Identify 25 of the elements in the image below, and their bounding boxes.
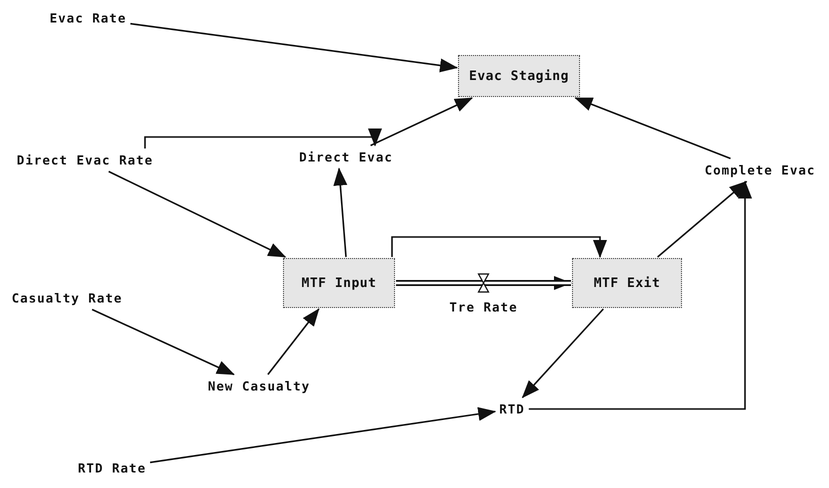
variable-label: RTD <box>499 402 525 416</box>
variable-label: Evac Rate <box>50 10 126 26</box>
variable-label: Direct Evac <box>299 150 393 164</box>
stock-box: MTF Exit <box>572 258 682 308</box>
variable-label: Complete Evac <box>704 162 816 178</box>
arrow <box>267 308 320 375</box>
arrow <box>92 308 235 376</box>
flow-pipe <box>396 276 572 290</box>
arrow <box>130 22 458 72</box>
variable-label: RTD Rate <box>78 460 146 476</box>
stock-box: MTF Input <box>283 258 395 308</box>
arrow <box>333 168 348 258</box>
arrow <box>657 180 748 258</box>
variable-label: Casualty Rate <box>12 290 122 306</box>
arrow <box>574 97 731 160</box>
arrow <box>370 97 473 146</box>
stock-box: Evac Staging <box>458 55 580 97</box>
arrow <box>144 128 382 148</box>
arrow <box>391 236 607 258</box>
arrow <box>108 170 286 258</box>
arrow <box>150 407 496 464</box>
arrow <box>522 308 604 398</box>
variable-label: New Casualty <box>208 378 310 394</box>
arrow <box>528 180 752 410</box>
variable-label: Direct Evac Rate <box>16 152 154 168</box>
